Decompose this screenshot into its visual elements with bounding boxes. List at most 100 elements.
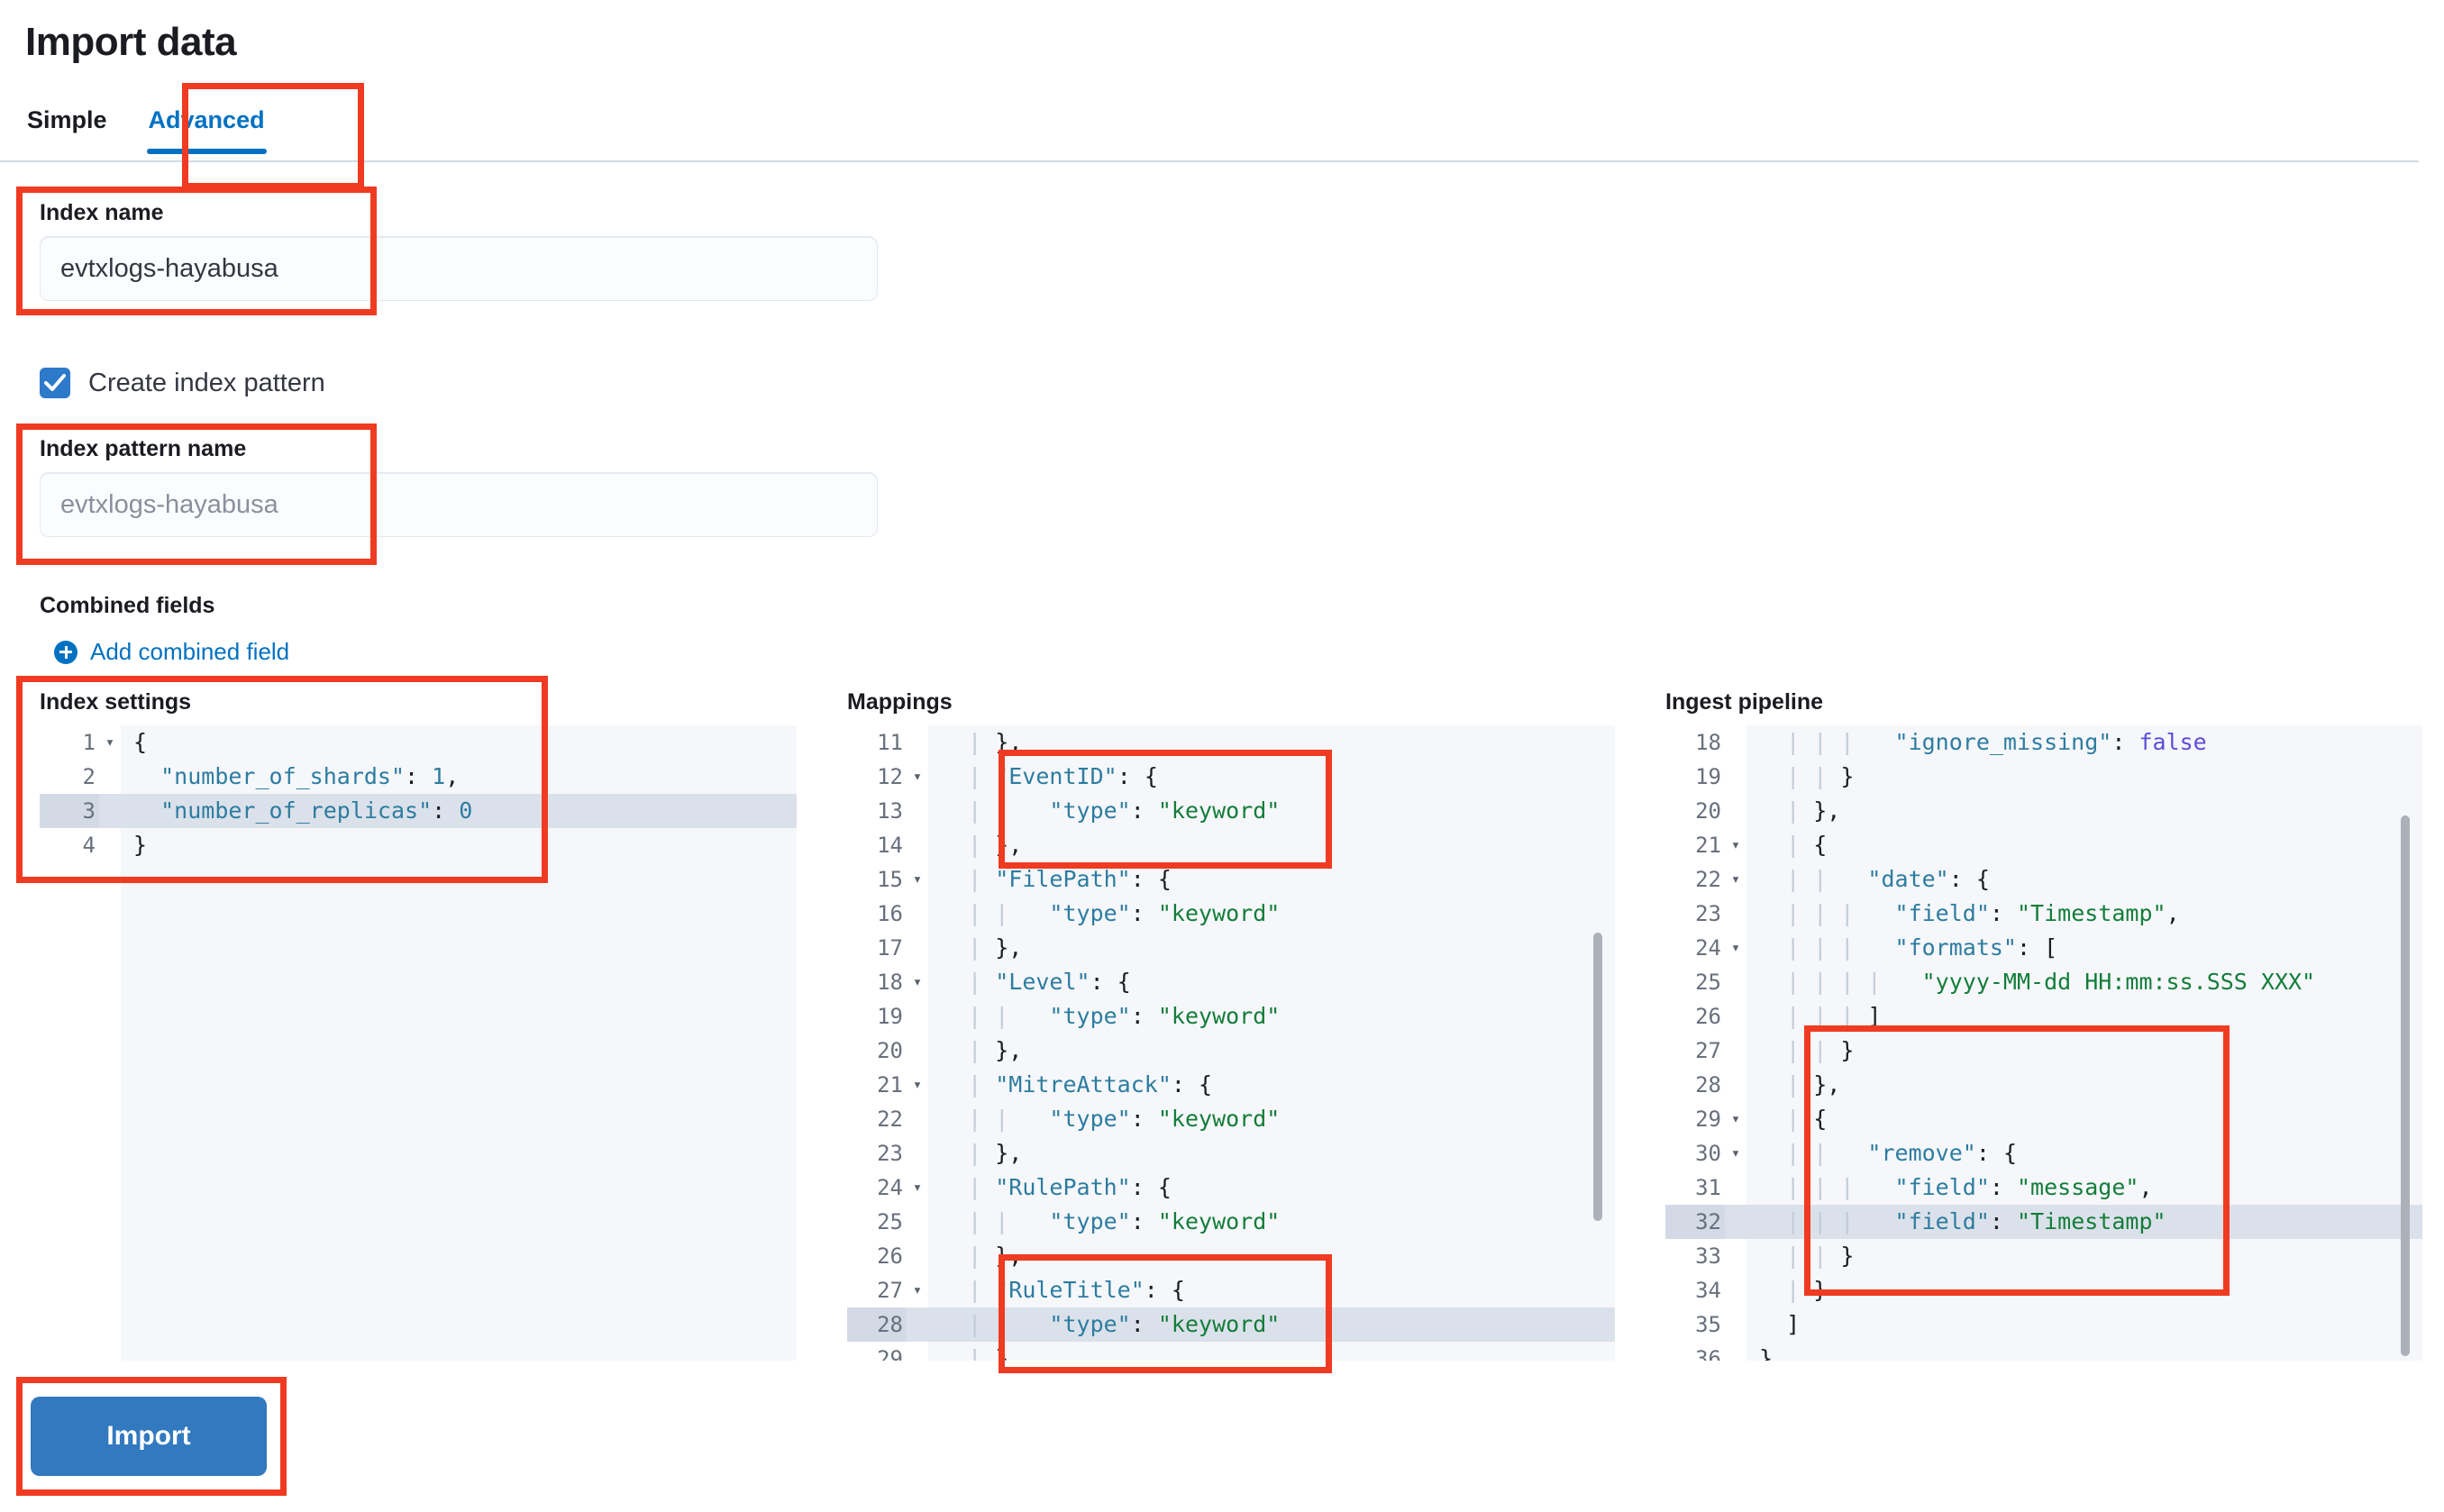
mappings-title: Mappings	[847, 689, 953, 715]
code-line: 13 | | "type": "keyword"	[847, 794, 1615, 828]
fold-toggle-icon[interactable]: ▾	[912, 870, 923, 888]
code-text: "number_of_shards": 1,	[160, 763, 460, 789]
code-line: 12▾ | "EventID": {	[847, 760, 1615, 794]
line-number: 11	[877, 730, 903, 755]
import-button[interactable]: Import	[31, 1397, 267, 1476]
fold-toggle-icon[interactable]: ▾	[912, 1179, 923, 1197]
code-text: | | | "ignore_missing": false	[1759, 729, 2207, 755]
line-number: 32	[1665, 1205, 1725, 1239]
index-name-input[interactable]: evtxlogs-hayabusa	[40, 236, 878, 301]
code-text: | | }	[1759, 763, 1855, 789]
line-number: 19	[1695, 764, 1721, 789]
code-text: | "FilePath": {	[941, 866, 1172, 892]
code-line: 29 | },	[847, 1342, 1615, 1361]
index-name-label: Index name	[40, 200, 164, 225]
index-pattern-name-input[interactable]: evtxlogs-hayabusa	[40, 472, 878, 537]
line-number: 36	[1695, 1346, 1721, 1361]
line-number: 20	[1695, 798, 1721, 824]
code-text: | "MitreAttack": {	[941, 1071, 1213, 1098]
fold-toggle-icon[interactable]: ▾	[1730, 939, 1741, 957]
line-number: 13	[877, 798, 903, 824]
code-text: | | "type": "keyword"	[941, 1106, 1281, 1132]
code-text: | | "type": "keyword"	[941, 1003, 1281, 1029]
line-number: 26	[877, 1243, 903, 1269]
code-lines: 11 | },12▾ | "EventID": {13 | | "type": …	[847, 725, 1615, 1361]
ingest-pipeline-title: Ingest pipeline	[1665, 689, 1824, 715]
line-number: 14	[877, 833, 903, 858]
code-line: 25 | | | | "yyyy-MM-dd HH:mm:ss.SSS XXX"	[1665, 965, 2422, 999]
combined-fields-label: Combined fields	[40, 593, 215, 618]
code-text: | {	[1759, 1106, 1828, 1132]
code-line: 1 ▾ {	[40, 725, 797, 760]
code-line: 34 | }	[1665, 1273, 2422, 1307]
fold-toggle-icon[interactable]: ▾	[912, 1281, 923, 1299]
line-number: 29	[877, 1346, 903, 1361]
code-line: 16 | | "type": "keyword"	[847, 897, 1615, 931]
line-number: 16	[877, 901, 903, 926]
ingest-pipeline-editor[interactable]: 18 | | | "ignore_missing": false 19 | | }…	[1665, 725, 2422, 1361]
code-text: }	[1759, 1345, 1774, 1361]
code-text: | | }	[1759, 1243, 1855, 1269]
code-text: | },	[941, 729, 1023, 755]
tab-simple[interactable]: Simple	[27, 106, 107, 133]
code-text: | },	[941, 934, 1023, 961]
tab-divider	[0, 160, 2419, 162]
code-text: | | }	[1759, 1037, 1855, 1063]
code-line: 33 | | }	[1665, 1239, 2422, 1273]
index-settings-editor[interactable]: 1 ▾ {2 "number_of_shards": 1,3 "number_of_…	[40, 725, 797, 1361]
checkbox-checked-icon[interactable]	[40, 368, 70, 398]
tab-bar: Simple Advanced	[25, 99, 2422, 160]
code-text: | },	[941, 832, 1023, 858]
code-text: | | "type": "keyword"	[941, 1311, 1281, 1337]
code-line: 24▾ | "RulePath": {	[847, 1170, 1615, 1205]
line-number: 23	[1695, 901, 1721, 926]
code-lines: 18 | | | "ignore_missing": false 19 | | }…	[1665, 725, 2422, 1361]
fold-toggle-icon[interactable]: ▾	[912, 1076, 923, 1094]
code-text: | "EventID": {	[941, 763, 1158, 789]
code-text: ]	[1786, 1311, 1801, 1337]
code-line: 27▾ | "RuleTitle": {	[847, 1273, 1615, 1307]
add-combined-field-button[interactable]: Add combined field	[54, 638, 289, 666]
fold-toggle-icon[interactable]: ▾	[1730, 870, 1741, 888]
code-text: {	[133, 729, 148, 755]
create-index-pattern-row[interactable]: Create index pattern	[40, 368, 325, 398]
mappings-scrollbar-thumb[interactable]	[1593, 933, 1602, 1221]
line-number: 4	[82, 833, 96, 858]
fold-toggle-icon[interactable]: ▾	[912, 768, 923, 786]
code-text: | {	[1759, 832, 1828, 858]
code-line: 20 | },	[1665, 794, 2422, 828]
code-lines: 1 ▾ {2 "number_of_shards": 1,3 "number_of_…	[40, 725, 797, 862]
fold-toggle-icon[interactable]: ▾	[912, 973, 923, 991]
code-text: | },	[941, 1345, 1023, 1361]
line-number: 25	[1695, 970, 1721, 995]
fold-toggle-icon[interactable]: ▾	[1730, 1110, 1741, 1128]
index-pattern-name-label: Index pattern name	[40, 436, 247, 461]
tab-advanced[interactable]: Advanced	[146, 99, 267, 154]
code-text: | | "type": "keyword"	[941, 797, 1281, 824]
line-number: 21	[877, 1072, 903, 1098]
code-text: | | | "formats": [	[1759, 934, 2058, 961]
line-number: 3	[40, 794, 99, 828]
mappings-editor[interactable]: 11 | },12▾ | "EventID": {13 | | "type": …	[847, 725, 1615, 1361]
code-line: 2 "number_of_shards": 1,	[40, 760, 797, 794]
line-number: 28	[847, 1307, 907, 1342]
code-line: 18 | | | "ignore_missing": false	[1665, 725, 2422, 760]
code-text: | },	[941, 1140, 1023, 1166]
code-text: "number_of_replicas": 0	[160, 797, 473, 824]
code-text: | }	[1759, 1277, 1828, 1303]
line-number: 30	[1695, 1141, 1721, 1166]
code-text: }	[133, 832, 148, 858]
code-line: 15▾ | "FilePath": {	[847, 862, 1615, 897]
line-number: 1	[82, 730, 96, 755]
line-number: 18	[877, 970, 903, 995]
fold-toggle-icon[interactable]: ▾	[1730, 836, 1741, 854]
code-text: | | "type": "keyword"	[941, 1208, 1281, 1234]
line-number: 29	[1695, 1107, 1721, 1132]
fold-toggle-icon[interactable]: ▾	[105, 733, 115, 751]
fold-toggle-icon[interactable]: ▾	[1730, 1144, 1741, 1162]
code-text: | | | | "yyyy-MM-dd HH:mm:ss.SSS XXX"	[1759, 969, 2316, 995]
gutter-background	[40, 725, 121, 1361]
code-line: 27 | | }	[1665, 1034, 2422, 1068]
ingest-pipeline-scrollbar-thumb[interactable]	[2401, 815, 2410, 1356]
code-text: | | | "field": "Timestamp"	[1759, 1208, 2166, 1234]
